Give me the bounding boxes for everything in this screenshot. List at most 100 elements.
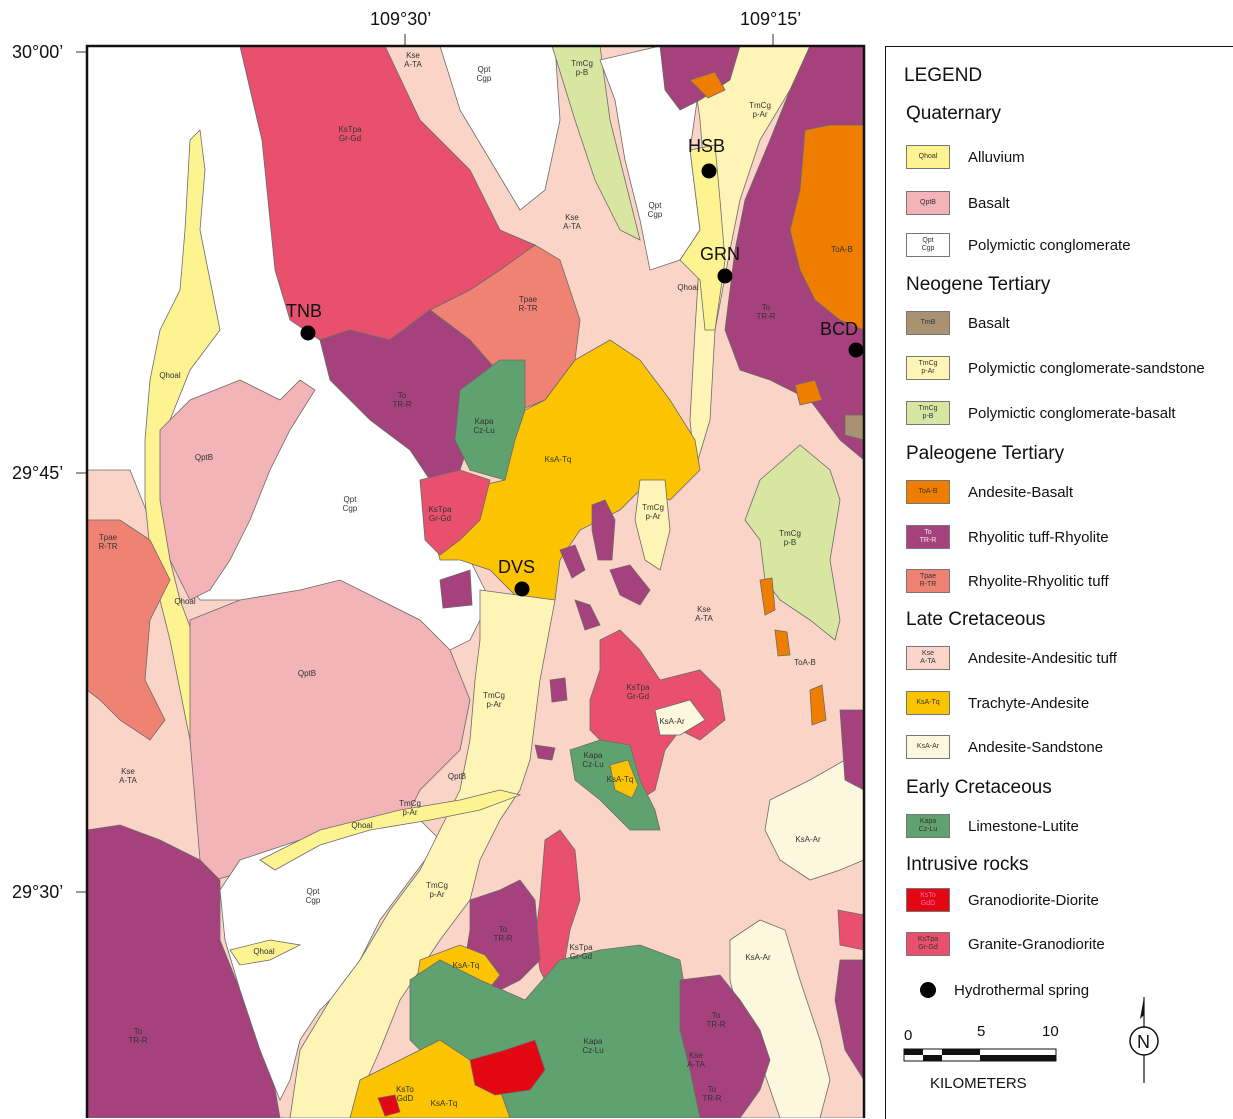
map-label-kstpa-s: KsTpa (569, 943, 593, 952)
map-label-kstpa-c-2: Gr-Gd (429, 514, 451, 523)
unit-tpae-west (87, 519, 171, 741)
unit-kstpa-central (419, 469, 491, 556)
map-label-qptb-s: QptB (448, 772, 466, 781)
map-label-qpt-sw: Qpt (307, 887, 321, 896)
legend-label: Alluvium (968, 148, 1025, 166)
unit-toa-east (789, 124, 864, 331)
legend-label: Granite-Granodiorite (968, 935, 1105, 953)
map-label-tmcg-par-ne-2: p-Ar (752, 110, 767, 119)
unit-toa-east-chain-3 (809, 684, 827, 726)
latitude-label-top: 30°00’ (12, 42, 64, 62)
spring-marker-bcd[interactable] (848, 342, 864, 358)
map-label-ksa-tq-b: KsA-Tq (431, 1099, 458, 1108)
map-label-kstpa-ce: KsTpa (626, 683, 650, 692)
swatch-code: QptB (920, 199, 936, 206)
map-label-tmcg-par-ss: TmCg (426, 881, 448, 890)
swatch-code: Qhoal (918, 153, 938, 160)
map-label-tmcg-par-ne: TmCg (749, 101, 771, 110)
spring-marker-grn[interactable] (717, 268, 733, 284)
swatch-code: Qpt (922, 237, 934, 244)
map-label-to-c: To (398, 391, 407, 400)
map-label-qhoal-ne: Qhoal (677, 283, 699, 292)
map-label-kse-n-2: A-TA (563, 222, 581, 231)
spring-marker-tnb[interactable] (300, 325, 316, 341)
legend-swatch-toa: ToA-B (906, 480, 950, 504)
legend-item-andesite-basalt: ToA-B Andesite-Basalt (906, 479, 1073, 505)
spring-marker-dvs[interactable] (514, 581, 530, 597)
legend-item-andesite-sandstone: KsA-Ar Andesite-Sandstone (906, 734, 1103, 760)
map-label-kapa-s-2: Cz-Lu (582, 760, 603, 769)
map-label-kapa-ss: Kapa (584, 1037, 603, 1046)
unit-to-southeast (679, 974, 771, 1118)
map-label-to-se2: To (708, 1085, 717, 1094)
map-label-tmcg-par-s-2: p-Ar (486, 700, 501, 709)
spring-label-hsb: HSB (688, 136, 725, 156)
spring-dot-icon (920, 982, 936, 998)
unit-to-southwest (87, 824, 281, 1118)
map-label-kse-top-2: A-TA (404, 60, 422, 69)
swatch-code: R-TR (919, 581, 937, 588)
unit-tmcg-par-small (634, 479, 671, 571)
map-label-kse-se: Kse (689, 1051, 703, 1060)
map-label-qptb-sw: QptB (298, 669, 316, 678)
swatch-code: Kse (921, 650, 935, 657)
legend-section-early-cretaceous: Early Cretaceous (906, 777, 1052, 798)
map-label-kstpa-north-2: Gr-Gd (339, 134, 361, 143)
unit-tmb (844, 414, 864, 441)
legend-label: Andesite-Sandstone (968, 738, 1104, 756)
map-label-to-e: To (762, 303, 771, 312)
map-label-qptb-w: QptB (195, 453, 213, 462)
map-label-ksa-ar-e: KsA-Ar (795, 835, 821, 844)
geologic-map: Kse A-TA KsTpa Gr-Gd Qpt Cgp TmCg p-B Tm… (76, 34, 866, 1118)
spring-marker-hsb[interactable] (701, 163, 717, 179)
map-label-to-s-2: TR-R (493, 934, 512, 943)
map-label-kstpa-c: KsTpa (428, 505, 452, 514)
legend-item-trachyte-andesite: KsA-Tq Trachyte-Andesite (906, 690, 1089, 716)
legend-label: Basalt (968, 314, 1010, 332)
legend-label: Limestone-Lutite (968, 817, 1079, 835)
legend-section-late-cretaceous: Late Cretaceous (906, 609, 1046, 630)
swatch-code: KsA-Ar (916, 743, 940, 750)
legend-section-paleogene: Paleogene Tertiary (906, 443, 1065, 464)
legend-section-intrusive: Intrusive rocks (906, 854, 1029, 875)
map-label-tpae-w: Tpae (99, 533, 118, 542)
map-label-ksa-ar-c: KsA-Ar (659, 717, 685, 726)
map-label-qhoal-w: Qhoal (159, 371, 181, 380)
map-label-tmcg-par-c: TmCg (642, 503, 664, 512)
map-label-kstpa-north: KsTpa (338, 125, 362, 134)
unit-toa-east-chain-4 (794, 379, 823, 406)
spring-label-dvs: DVS (498, 557, 535, 577)
legend-item-alluvium: Qhoal Alluvium (906, 144, 1025, 170)
map-label-qpt-nc-2: Cgp (648, 210, 663, 219)
map-label-tmcg-par-sw-2: p-Ar (402, 808, 417, 817)
map-label-kse-c-2: A-TA (695, 614, 713, 623)
map-label-toa-chain: ToA-B (794, 658, 816, 667)
legend-label: Polymictic conglomerate-sandstone (968, 359, 1205, 377)
unit-to-blob-7 (534, 744, 556, 761)
map-label-qhoal-w2: Qhoal (174, 597, 196, 606)
swatch-code: Gr-Gd (918, 944, 938, 951)
legend-swatch-ksa-ar: KsA-Ar (906, 735, 950, 759)
legend-label: Rhyolite-Rhyolitic tuff (968, 572, 1109, 590)
scale-tick-10: 10 (1042, 1023, 1059, 1040)
unit-to-blob-5 (439, 569, 473, 609)
map-label-kapa-ss-2: Cz-Lu (582, 1046, 603, 1055)
map-label-tmcg-par-sw: TmCg (399, 799, 421, 808)
swatch-code: TmCg (918, 360, 938, 367)
legend-panel: LEGEND Quaternary Qhoal Alluvium QptB Ba… (885, 46, 1233, 1119)
map-label-kse-n: Kse (565, 213, 579, 222)
legend-label: Trachyte-Andesite (968, 694, 1090, 712)
unit-to-blob-2 (559, 544, 586, 579)
legend-swatch-qptb: QptB (906, 191, 950, 215)
longitude-label-left: 109°30’ (370, 9, 432, 29)
